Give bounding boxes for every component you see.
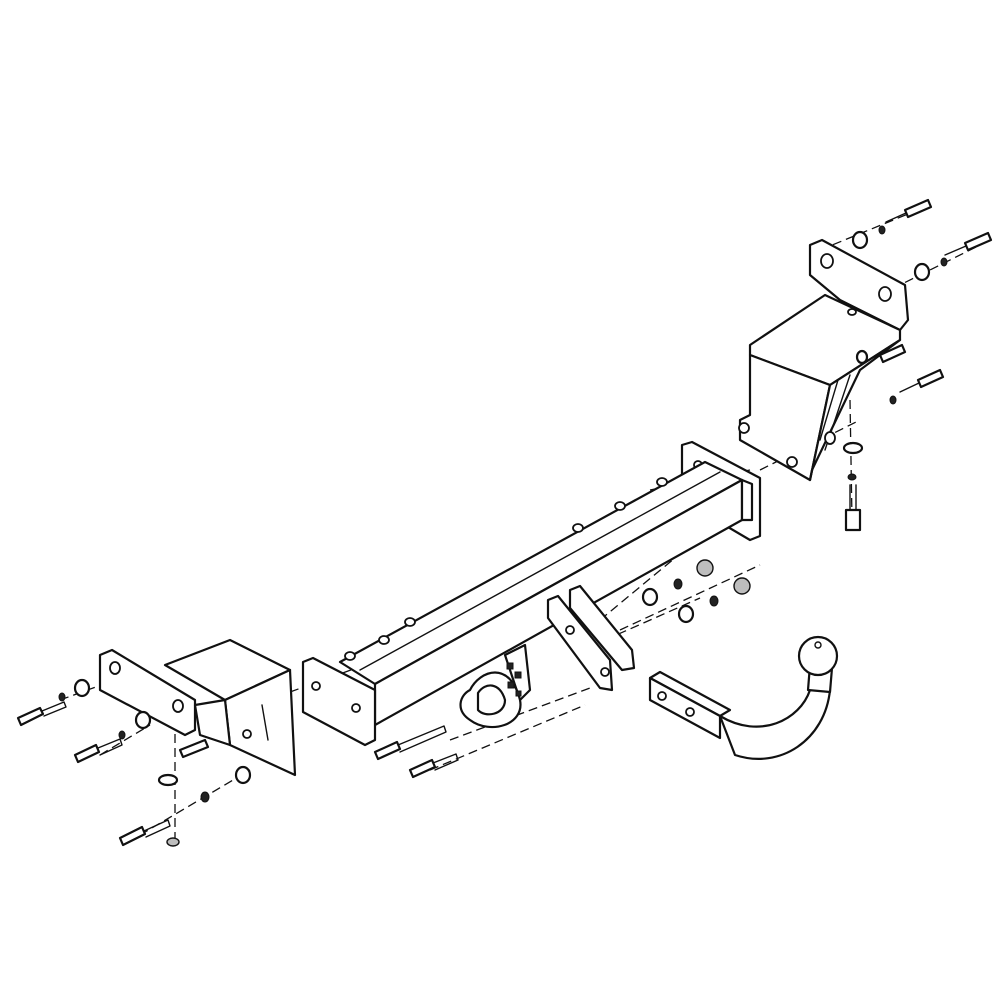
bolt — [885, 198, 933, 223]
washer — [134, 710, 152, 730]
bolt — [878, 343, 907, 364]
bolt — [944, 231, 993, 256]
spring-washer — [673, 578, 683, 590]
nut — [733, 577, 751, 595]
spring-washer — [58, 692, 66, 702]
bolt — [118, 819, 171, 847]
bolt — [844, 484, 862, 532]
left-side-bracket — [98, 638, 297, 777]
bolt — [73, 738, 123, 764]
tow-ball-assembly — [648, 635, 839, 760]
washer — [851, 230, 869, 250]
spring-washer — [889, 395, 897, 405]
nut — [166, 837, 180, 847]
spring-washer — [709, 595, 719, 607]
main-crossbar — [338, 460, 754, 727]
washer — [157, 773, 179, 787]
washer — [913, 262, 931, 282]
spring-washer — [200, 791, 210, 803]
spring-washer — [940, 257, 948, 267]
tow-ball — [797, 635, 839, 677]
socket-plate — [459, 643, 532, 729]
bolt — [373, 725, 447, 761]
fasteners — [16, 198, 993, 847]
washer — [641, 587, 659, 607]
bolt — [899, 368, 945, 393]
spring-washer — [118, 730, 126, 740]
washers-nuts — [58, 225, 948, 847]
spring-washer — [878, 225, 886, 235]
washer — [234, 765, 252, 785]
washer — [842, 441, 864, 455]
bolt — [178, 738, 210, 759]
washer — [73, 678, 91, 698]
nut — [696, 559, 714, 577]
right-side-bracket — [738, 238, 910, 482]
bolt — [408, 753, 459, 779]
washer — [855, 349, 869, 365]
left-end-plate — [301, 656, 377, 747]
crossbar-studs — [344, 477, 668, 661]
center-mount-bracket — [546, 584, 636, 692]
bolt — [16, 701, 67, 727]
washer — [677, 604, 695, 624]
spring-washer — [847, 473, 857, 481]
